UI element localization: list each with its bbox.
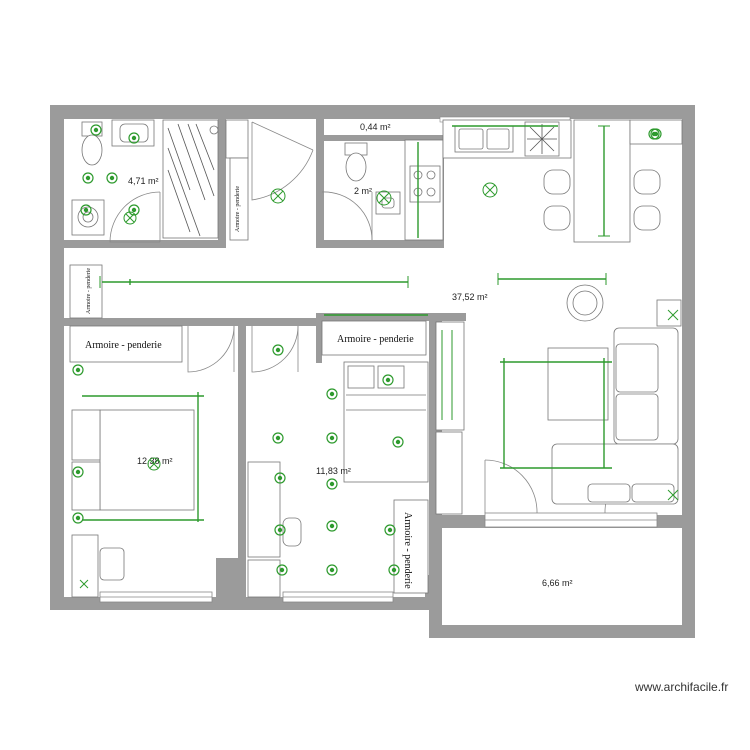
watermark: www.archifacile.fr [634, 680, 728, 694]
light-point-icon [90, 124, 102, 136]
light-point-icon [326, 432, 338, 444]
balcony: 6,66 m² [542, 578, 573, 588]
armoire-label-entrance: Armoire - penderie [235, 186, 241, 232]
room-area-wc: 2 m² [354, 186, 372, 196]
light-point-icon [128, 132, 140, 144]
light-point-icon [388, 564, 400, 576]
light-point-icon [80, 204, 92, 216]
ceiling-light-cross-icon [79, 182, 679, 589]
kitchen [404, 119, 683, 243]
light-point-icon [382, 374, 394, 386]
light-point-icon [650, 128, 662, 140]
bedroom-1: Armoire - penderie 12,38 m² [69, 325, 195, 598]
entrance-closet: Armoire - penderie 0,44 m² [225, 119, 391, 241]
room-area-bedroom2: 11,83 m² [316, 466, 351, 476]
armoire-label-corridor: Armoire - penderie [86, 268, 92, 314]
light-points [72, 124, 662, 576]
light-point-icon [392, 436, 404, 448]
armoire-label-bedroom2: Armoire - penderie [402, 512, 413, 589]
room-area-bedroom1: 12,38 m² [137, 456, 173, 466]
light-point-icon [272, 432, 284, 444]
living-room [435, 284, 682, 515]
wc: 2 m² [344, 142, 401, 215]
light-point-icon [326, 478, 338, 490]
armoire-label-living: Armoire - penderie [337, 334, 414, 345]
room-area-balcony: 6,66 m² [542, 578, 573, 588]
light-point-icon [326, 388, 338, 400]
armoire-label-bedroom1: Armoire - penderie [85, 340, 162, 351]
windows [99, 116, 658, 603]
light-point-icon [274, 472, 286, 484]
light-point-icon [326, 564, 338, 576]
bathroom: 4,71 m² [71, 119, 219, 239]
room-area-closet: 0,44 m² [360, 122, 391, 132]
light-point-icon [326, 520, 338, 532]
light-point-icon [72, 512, 84, 524]
light-point-icon [274, 524, 286, 536]
radiators [82, 125, 612, 522]
light-point-icon [384, 524, 396, 536]
room-area-living: 37,52 m² [452, 292, 488, 302]
light-point-icon [128, 204, 140, 216]
light-point-icon [272, 344, 284, 356]
light-point-icon [72, 364, 84, 376]
light-point-icon [276, 564, 288, 576]
corridor: Armoire - penderie Armoire - penderie 37… [69, 264, 488, 356]
room-area-bathroom: 4,71 m² [128, 176, 159, 186]
light-point-icon [106, 172, 118, 184]
light-point-icon [72, 466, 84, 478]
light-point-icon [82, 172, 94, 184]
